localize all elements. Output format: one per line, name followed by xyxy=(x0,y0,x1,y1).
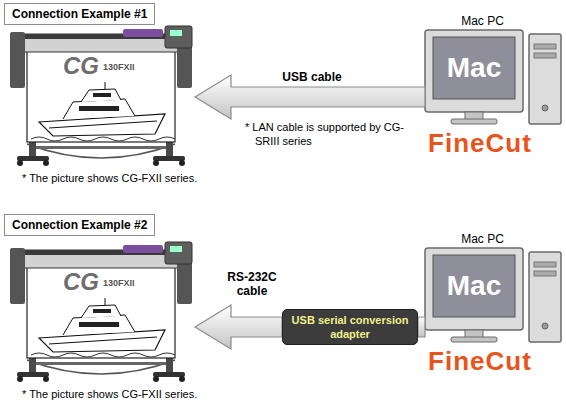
text-slot: Mac PC xyxy=(425,229,540,247)
adapter-box: USB serial conversion adapter xyxy=(282,309,418,345)
plotter-picture xyxy=(10,26,192,166)
label-holder: * The picture shows CG-FXII series. xyxy=(22,388,197,400)
mac-picture xyxy=(425,30,561,124)
text-slot: CG xyxy=(63,268,99,296)
note: * LAN cable is supported by CG-SRIII ser… xyxy=(245,120,410,148)
text-slot: FineCut xyxy=(425,346,535,377)
model-logo: CG xyxy=(63,268,99,295)
label-holder: USB cable xyxy=(262,70,362,84)
text-slot: Mac xyxy=(433,52,515,84)
cable-label: USB cable xyxy=(262,70,362,84)
model-number: 130FXII xyxy=(103,62,135,72)
text-slot: CG xyxy=(63,52,99,80)
example-heading-box: Connection Example #1 xyxy=(4,3,155,25)
text-slot: 130FXII xyxy=(103,56,135,74)
computer-label: Mac PC xyxy=(461,232,504,246)
computer-label: Mac PC xyxy=(461,14,504,28)
software-logo: FineCut xyxy=(428,128,532,158)
text-slot: FineCut xyxy=(425,128,535,159)
model-number: 130FXII xyxy=(103,278,135,288)
screen-text: Mac xyxy=(447,270,501,301)
cable-arrow xyxy=(418,317,425,337)
plotter: CG 130FXII xyxy=(5,238,195,383)
caption-note: * The picture shows CG-FXII series. xyxy=(22,172,197,184)
cable-label: RS-232C cable xyxy=(212,270,292,298)
model-logo: CG xyxy=(63,52,99,79)
box-text: Connection Example #1 xyxy=(12,7,147,21)
text-slot: Mac PC xyxy=(425,11,540,29)
mac-pc: Mac PC MacFineCut xyxy=(425,8,565,160)
caption-note: * The picture shows CG-FXII series. xyxy=(22,388,197,400)
label-holder: * LAN cable is supported by CG-SRIII ser… xyxy=(245,120,410,148)
box-text: Connection Example #2 xyxy=(12,218,147,232)
text-slot: Mac xyxy=(433,270,515,302)
text-slot: 130FXII xyxy=(103,272,135,290)
screen-text: Mac xyxy=(447,52,501,83)
label-holder: RS-232C cable xyxy=(212,270,292,298)
box-text: USB serial conversion adapter xyxy=(291,313,409,341)
software-logo: FineCut xyxy=(428,346,532,376)
mac-pc: Mac PC MacFineCut xyxy=(425,226,565,378)
cable-arrow xyxy=(195,305,282,349)
plotter: CG 130FXII xyxy=(5,22,195,167)
plotter-picture xyxy=(10,242,192,382)
example-heading-box: Connection Example #2 xyxy=(4,214,155,236)
label-holder: * The picture shows CG-FXII series. xyxy=(22,172,197,184)
mac-picture xyxy=(425,248,561,342)
